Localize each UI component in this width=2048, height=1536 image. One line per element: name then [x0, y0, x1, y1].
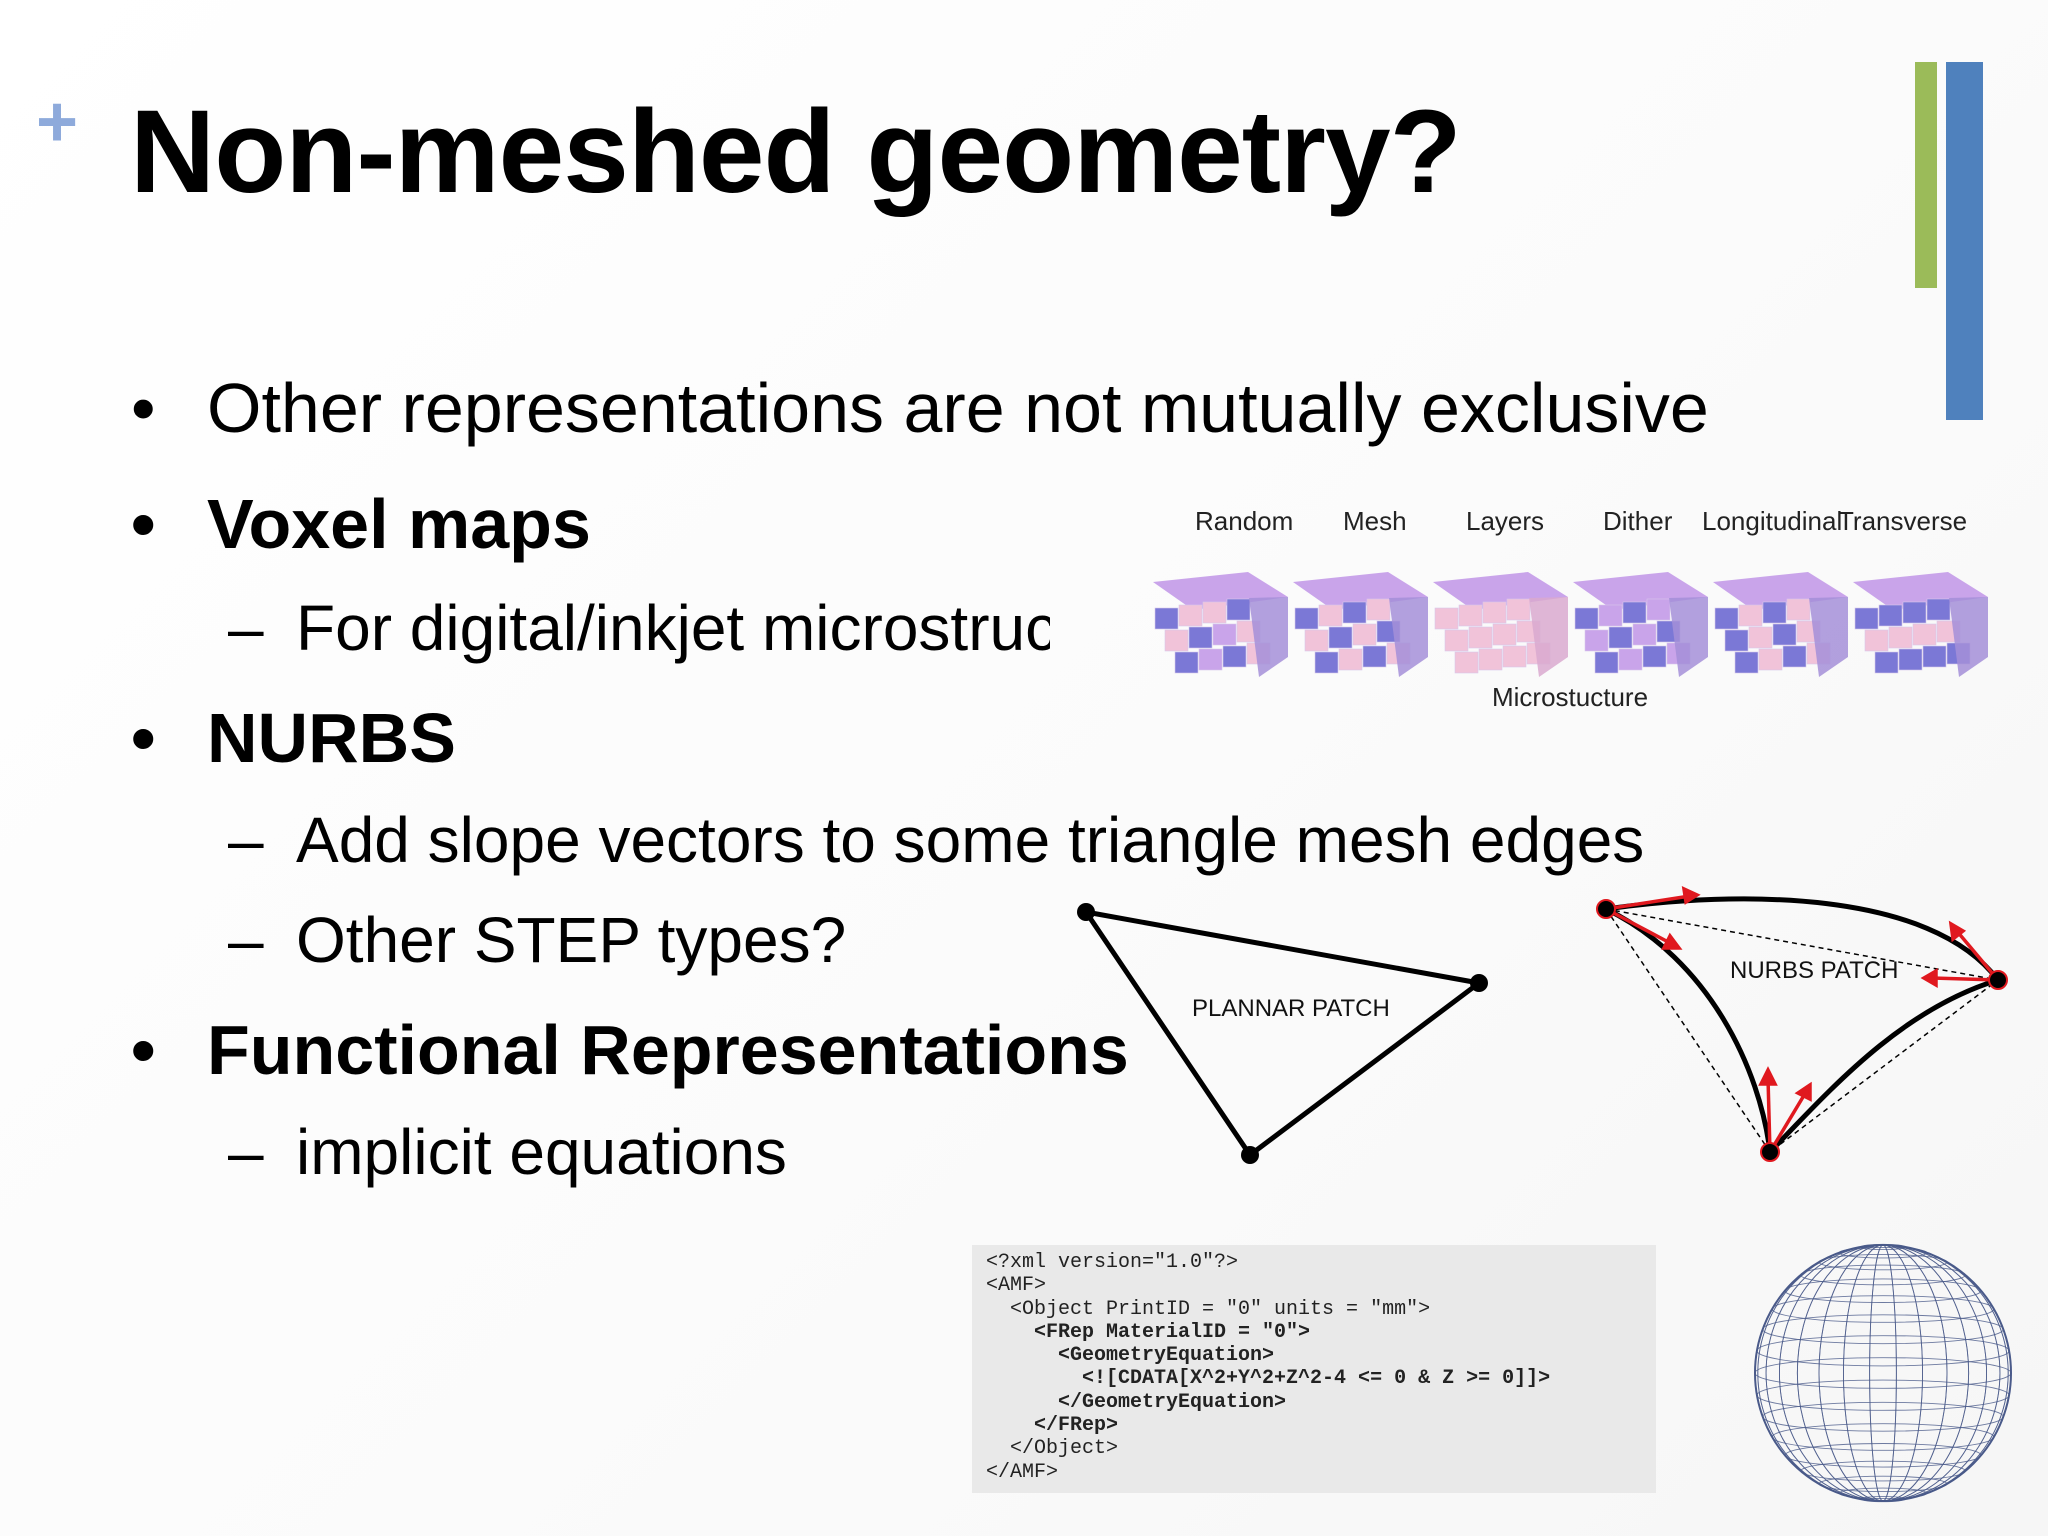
- dash-mark: –: [228, 804, 264, 876]
- nurbs-patch-label: NURBS PATCH: [1730, 957, 1899, 984]
- bullet-text: NURBS: [207, 699, 456, 777]
- code-line: </FRep>: [986, 1414, 1119, 1438]
- sphere-gridline: [1757, 1244, 2009, 1502]
- sphere-gridline: [1800, 1264, 1966, 1286]
- voxel-cube: [1153, 572, 1288, 677]
- plus-mark: +: [36, 82, 79, 162]
- accent-bar-green: [1915, 62, 1937, 288]
- amf-code-block: <?xml version="1.0"?> <AMF> <Object Prin…: [972, 1245, 1656, 1493]
- sub-bullet-text: Other STEP types?: [296, 904, 847, 976]
- bullet-item: • Functional Representations: [131, 1008, 1129, 1092]
- code-line: <AMF>: [986, 1274, 1047, 1298]
- sphere-gridline: [1762, 1314, 2004, 1345]
- bullet-mark: •: [131, 369, 156, 447]
- slope-vectors: [1605, 886, 2000, 1153]
- sphere-gridline: [1796, 1244, 1970, 1502]
- slide-title: Non-meshed geometry?: [130, 86, 1462, 218]
- nurbs-vertex: [1988, 970, 2008, 990]
- dash-mark: –: [228, 904, 264, 976]
- bullet-item: • Other representations are not mutually…: [131, 366, 1709, 450]
- sphere-gridline: [1784, 1278, 1982, 1303]
- sphere-gridline: [1869, 1244, 1897, 1502]
- planar-patch-label: PLANNAR PATCH: [1192, 995, 1390, 1022]
- bullet-text: Voxel maps: [207, 485, 591, 563]
- code-line: <FRep MaterialID = "0">: [986, 1320, 1311, 1344]
- code-line: <GeometryEquation>: [986, 1344, 1275, 1368]
- voxel-label-random: Random: [1195, 506, 1294, 536]
- accent-bar-blue: [1946, 62, 1983, 420]
- voxel-cube: [1713, 572, 1848, 677]
- voxel-cube: [1573, 572, 1708, 677]
- voxel-label-dither: Dither: [1603, 506, 1673, 536]
- nurbs-vertex: [1596, 899, 1616, 919]
- sphere-gridline: [1765, 1244, 2001, 1502]
- code-line: <?xml version="1.0"?>: [986, 1251, 1239, 1274]
- bullet-text: Other representations are not mutually e…: [207, 369, 1709, 447]
- sub-bullet-item: – Other STEP types?: [228, 902, 847, 979]
- planar-vertex: [1077, 903, 1095, 921]
- sphere-gridline: [1842, 1244, 1924, 1502]
- sub-bullet-text: For digital/inkjet microstruc: [296, 592, 1050, 664]
- dash-mark: –: [228, 1116, 264, 1188]
- nurbs-control-triangle: [1604, 907, 2000, 1154]
- voxel-label-longitudinal: Longitudinal: [1702, 506, 1843, 536]
- bullet-mark: •: [131, 699, 156, 777]
- sphere-gridline: [1842, 1244, 1924, 1502]
- sphere-gridline: [1754, 1357, 2012, 1389]
- voxel-label-layers: Layers: [1466, 506, 1545, 536]
- voxel-label-transverse: Transverse: [1838, 506, 1968, 536]
- sphere-gridline: [1778, 1244, 1988, 1502]
- code-line: </GeometryEquation>: [986, 1390, 1287, 1414]
- nurbs-edge: [1605, 896, 2000, 982]
- sphere-gridline: [1756, 1379, 2010, 1411]
- code-line: <![CDATA[X^2+Y^2+Z^2-4 <= 0 & Z >= 0]]>: [986, 1367, 1551, 1391]
- voxel-caption: Microstucture: [1492, 682, 1649, 712]
- sphere-gridline: [1796, 1244, 1970, 1502]
- sphere-gridline: [1800, 1460, 1966, 1482]
- nurbs-edge: [1768, 977, 1999, 1154]
- code-line: </Object>: [986, 1437, 1119, 1461]
- dash-mark: –: [228, 592, 264, 664]
- bullet-text: Functional Representations: [207, 1011, 1129, 1089]
- voxel-cube: [1293, 572, 1428, 677]
- code-line: <Object PrintID = "0" units = "mm">: [986, 1297, 1431, 1321]
- sphere-gridline: [1818, 1254, 1948, 1271]
- sphere-gridline: [1756, 1335, 2010, 1367]
- planar-patch-diagram: [1077, 903, 1488, 1164]
- voxel-microstructure-figure: Random Mesh Layers Dither Longitudinal T…: [1145, 500, 2005, 725]
- wireframe-sphere-icon: [1754, 1243, 2012, 1503]
- bullet-mark: •: [131, 485, 156, 563]
- planar-vertex: [1470, 974, 1488, 992]
- voxel-cube: [1853, 572, 1988, 677]
- sub-bullet-text: Add slope vectors to some triangle mesh …: [296, 804, 1645, 876]
- bullet-mark: •: [131, 1011, 156, 1089]
- voxel-cube: [1433, 572, 1568, 677]
- code-line: </AMF>: [986, 1460, 1059, 1484]
- planar-vertex: [1241, 1146, 1259, 1164]
- sphere-gridline: [1765, 1244, 2001, 1502]
- sphere-gridline: [1778, 1244, 1988, 1502]
- nurbs-vertex: [1760, 1142, 1780, 1162]
- sphere-gridline: [1818, 1475, 1948, 1492]
- sub-bullet-text: implicit equations: [296, 1116, 787, 1188]
- nurbs-edge: [1604, 906, 1773, 1153]
- clipped-sub-bullet: For digital/inkjet microstruc: [296, 590, 1050, 680]
- nurbs-patch-diagram: [1596, 886, 2008, 1162]
- sub-bullet-item: – Add slope vectors to some triangle mes…: [228, 802, 1645, 879]
- voxel-label-mesh: Mesh: [1343, 506, 1407, 536]
- planar-triangle: [1080, 908, 1486, 1159]
- sub-bullet-item: – implicit equations: [228, 1114, 787, 1191]
- voxel-cubes: [1153, 572, 1988, 677]
- bullet-item: • Voxel maps: [131, 482, 591, 566]
- bullet-item: • NURBS: [131, 696, 456, 780]
- sphere-gridline: [1757, 1244, 2009, 1502]
